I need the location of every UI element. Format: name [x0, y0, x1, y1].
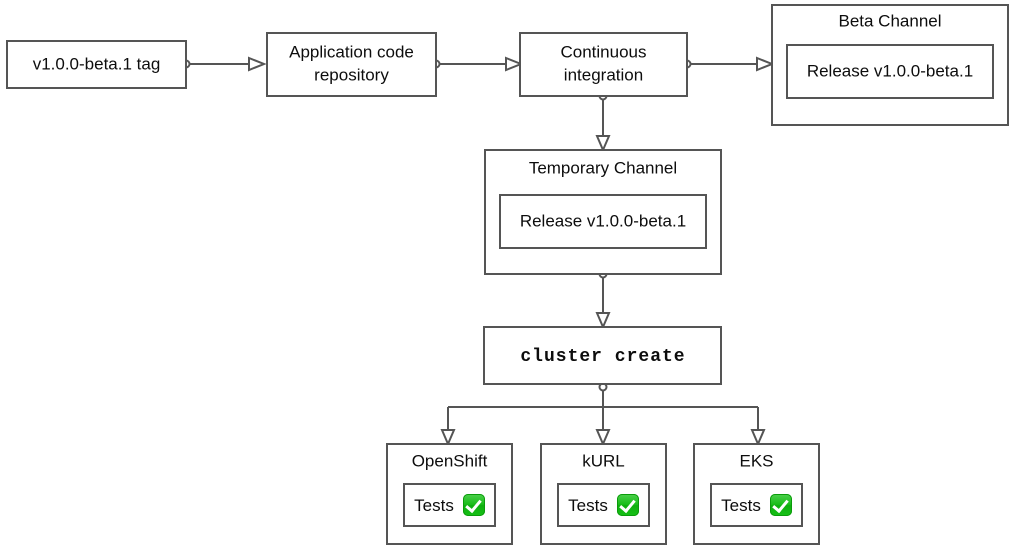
check-mark-green-icon [462, 494, 485, 516]
node-repo-label-line2: repository [314, 65, 389, 84]
openshift-tests-label: Tests [414, 495, 454, 515]
node-repo-label-line1: Application code [289, 42, 414, 61]
node-beta-channel[interactable]: Beta Channel Release v1.0.0-beta.1 [771, 4, 1009, 126]
node-application-code-repository[interactable]: Application code repository [266, 32, 437, 97]
node-temporary-channel-title: Temporary Channel [529, 158, 677, 177]
openshift-tests-badge: Tests [404, 484, 495, 526]
edge-temporary-channel-to-cluster-create [595, 269, 611, 330]
node-tag[interactable]: v1.0.0-beta.1 tag [6, 40, 187, 89]
eks-tests-label: Tests [721, 495, 761, 515]
node-openshift[interactable]: OpenShift [386, 443, 513, 545]
node-beta-channel-title: Beta Channel [838, 11, 941, 30]
kurl-tests-label: Tests [568, 495, 608, 515]
node-temporary-channel[interactable]: Temporary Channel Release v1.0.0-beta.1 [484, 149, 722, 275]
eks-tests-badge: Tests [711, 484, 802, 526]
node-kurl-title: kURL [582, 451, 625, 470]
node-beta-channel-release: Release v1.0.0-beta.1 [807, 61, 973, 80]
node-temporary-channel-release: Release v1.0.0-beta.1 [520, 211, 686, 230]
node-tag-label: v1.0.0-beta.1 tag [33, 54, 161, 73]
check-mark-green-icon [616, 494, 639, 516]
node-cluster-create-label: cluster create [520, 347, 685, 367]
node-ci-label-line2: integration [564, 65, 643, 84]
node-kurl[interactable]: kURL [540, 443, 667, 545]
node-cluster-create[interactable]: cluster create [483, 326, 722, 385]
node-continuous-integration[interactable]: Continuous integration [519, 32, 688, 97]
edge-cluster-create-to-targets [440, 382, 766, 447]
edge-ci-to-temporary-channel [595, 91, 611, 153]
edge-ci-to-beta-channel [682, 56, 775, 72]
kurl-tests-badge: Tests [558, 484, 649, 526]
node-eks-title: EKS [739, 451, 773, 470]
node-ci-label-line1: Continuous [560, 42, 646, 61]
edge-tag-to-repo [181, 56, 267, 72]
node-eks[interactable]: EKS [693, 443, 820, 545]
node-openshift-title: OpenShift [412, 451, 488, 470]
edge-repo-to-ci [431, 56, 524, 72]
check-mark-green-icon [769, 494, 792, 516]
